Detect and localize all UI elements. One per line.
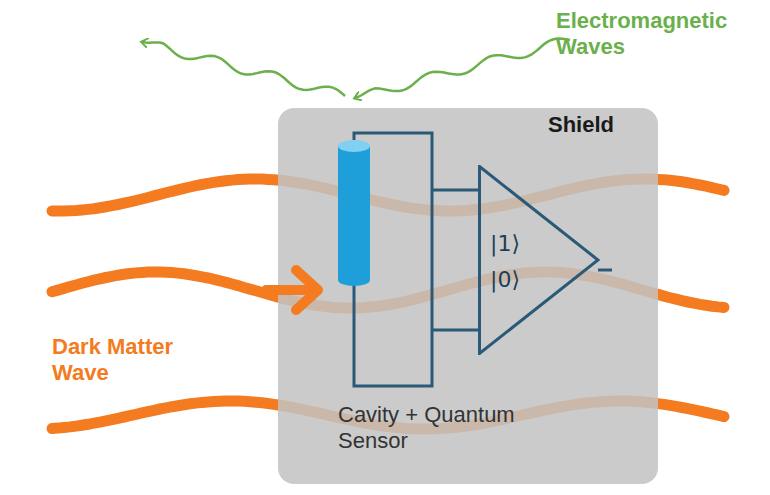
incoming-arrow [266,270,318,310]
electromagnetic-wave-arrows [142,39,570,98]
shield-fill [278,108,658,484]
readout-amplifier: |1⟩|0⟩ [478,165,600,355]
sensor-label: Cavity + Quantum Sensor [338,402,568,455]
cavity-cylinder [338,140,370,286]
amplifier-triangle [478,165,600,355]
em-waves-label: Electromagnetic Waves [556,8,756,61]
dark-matter-label: Dark Matter Wave [52,334,192,387]
qubit-state: |0⟩ [490,267,520,292]
shield-title: Shield [548,112,614,138]
sensor-wiring [354,133,612,386]
qubit-state: |1⟩ [490,231,520,256]
shield-box: Shield|1⟩|0⟩ [278,108,658,484]
